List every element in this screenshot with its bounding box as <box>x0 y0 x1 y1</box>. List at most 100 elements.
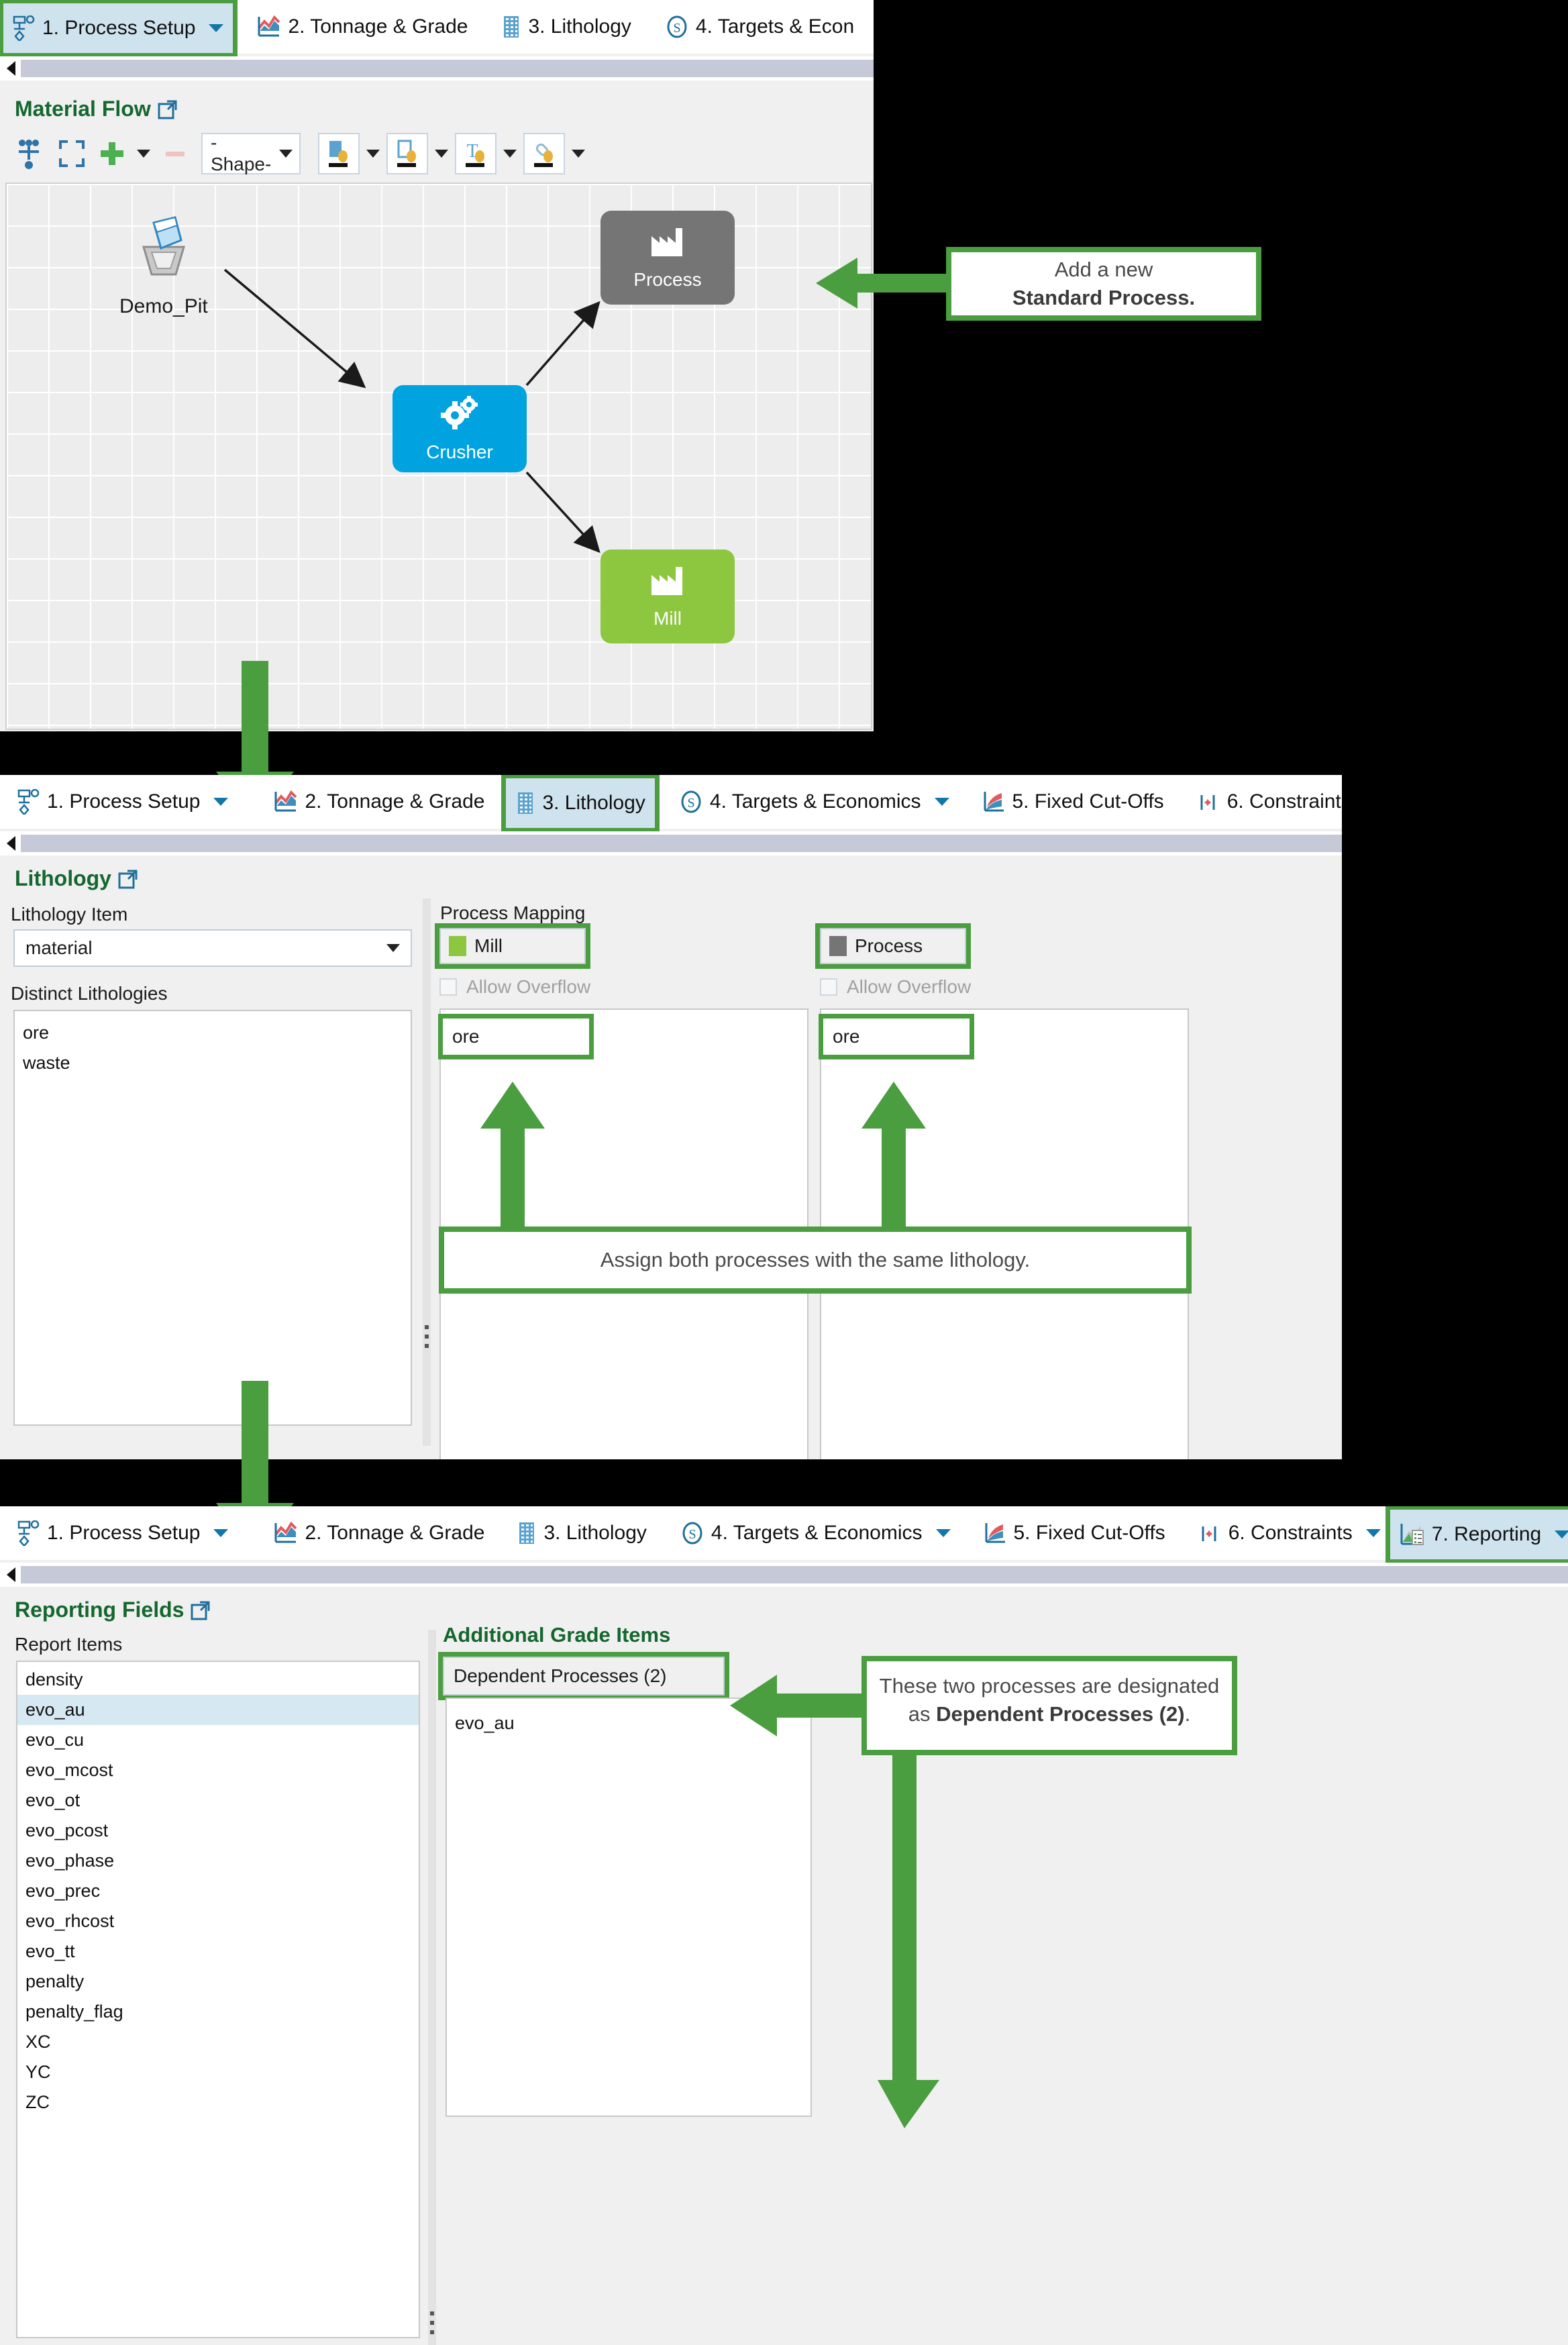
scroll-track[interactable] <box>21 60 874 77</box>
chevron-down-icon[interactable] <box>934 798 949 806</box>
tab-constraints[interactable]: 6. Constraints <box>1188 1506 1390 1560</box>
text-color-caret-icon[interactable] <box>503 150 517 158</box>
list-item[interactable]: evo_tt <box>25 1941 75 1961</box>
list-item[interactable]: evo_au <box>455 1713 515 1733</box>
list-item[interactable]: evo_phase <box>25 1851 115 1871</box>
list-item[interactable]: ore <box>23 1023 50 1043</box>
chevron-down-icon[interactable] <box>935 1529 951 1537</box>
list-item[interactable]: YC <box>25 2062 51 2082</box>
tab-targets-economics[interactable]: S 4. Targets & Econ <box>656 0 864 54</box>
list-item[interactable]: evo_mcost <box>25 1760 113 1780</box>
tab-tonnage-grade[interactable]: 2. Tonnage & Grade <box>264 775 494 829</box>
lithology-item-select[interactable]: material <box>13 929 412 967</box>
tab-lithology[interactable]: 3. Lithology <box>492 0 640 54</box>
allow-overflow-row-process[interactable]: Allow Overflow <box>820 976 971 998</box>
checkbox[interactable] <box>820 978 837 996</box>
list-item[interactable]: density <box>25 1669 83 1689</box>
node-process[interactable]: Process <box>600 211 735 305</box>
scroll-track[interactable] <box>21 1566 1568 1583</box>
report-items-list[interactable]: density evo_au evo_cu evo_mcost evo_ot e… <box>16 1661 420 2338</box>
panel-splitter[interactable] <box>428 1630 436 2345</box>
panel2-scroll-subbar[interactable] <box>0 831 1342 855</box>
panel1-scroll-subbar[interactable] <box>0 56 874 81</box>
node-demo-pit[interactable]: Demo_Pit <box>119 211 208 318</box>
process-mapping-header-mill[interactable]: Mill <box>435 923 590 969</box>
tab-tonnage-grade[interactable]: 2. Tonnage & Grade <box>248 0 477 54</box>
scroll-left-icon[interactable] <box>7 836 15 851</box>
tab-tonnage-grade[interactable]: 2. Tonnage & Grade <box>264 1506 494 1560</box>
fill-color-button[interactable] <box>318 133 360 174</box>
tab-label: 6. Constraints <box>1226 790 1342 813</box>
allow-overflow-label: Allow Overflow <box>466 976 591 997</box>
tab-reporting[interactable]: 7. Reporting <box>1385 1506 1568 1564</box>
text-color-button[interactable]: T <box>455 133 496 174</box>
tab-process-setup[interactable]: 1. Process Setup <box>0 0 238 58</box>
panel-splitter[interactable] <box>423 898 431 1446</box>
material-flow-canvas[interactable]: Demo_Pit <box>5 183 872 730</box>
list-item[interactable]: evo_rhcost <box>25 1911 115 1931</box>
list-item[interactable]: evo_ot <box>25 1790 81 1810</box>
list-item[interactable]: evo_prec <box>25 1881 101 1901</box>
tab-label: 1. Process Setup <box>42 16 196 39</box>
process-setup-icon <box>17 1520 40 1546</box>
tab-targets-economics[interactable]: S 4. Targets & Economics <box>670 775 959 829</box>
list-item-selected[interactable]: evo_au <box>17 1695 419 1725</box>
chevron-down-icon[interactable] <box>1555 1530 1568 1539</box>
add-dropdown-caret-icon[interactable] <box>137 150 150 158</box>
node-mill[interactable]: Mill <box>600 550 735 643</box>
tab-lithology[interactable]: 3. Lithology <box>501 775 660 833</box>
panel3-scroll-subbar[interactable] <box>0 1563 1568 1587</box>
external-link-icon[interactable] <box>118 869 138 889</box>
chevron-down-icon[interactable] <box>386 944 400 952</box>
list-item[interactable]: evo_cu <box>25 1730 85 1750</box>
process-setup-icon <box>13 15 35 41</box>
tab-label: 1. Process Setup <box>47 1522 201 1544</box>
list-item[interactable]: waste <box>23 1053 70 1073</box>
distinct-lithologies-list[interactable]: ore waste <box>13 1010 412 1426</box>
checkbox[interactable] <box>439 978 457 996</box>
auto-layout-icon[interactable] <box>13 137 44 170</box>
chevron-down-icon[interactable] <box>279 150 293 158</box>
chevron-down-icon[interactable] <box>213 798 229 806</box>
external-link-icon[interactable] <box>191 1600 211 1620</box>
add-plus-icon[interactable] <box>99 140 125 168</box>
list-item[interactable]: XC <box>25 2032 51 2052</box>
grade-items-list[interactable]: evo_au <box>446 1698 812 2117</box>
chevron-down-icon[interactable] <box>209 23 224 32</box>
grade-dependent-processes-header[interactable]: Dependent Processes (2) <box>438 1652 729 1700</box>
tab-label: 5. Fixed Cut-Offs <box>1012 790 1164 813</box>
list-item[interactable]: evo_pcost <box>25 1820 109 1840</box>
external-link-icon[interactable] <box>158 99 178 119</box>
process-mapping-header-process[interactable]: Process <box>815 923 971 969</box>
tab-fixed-cutoffs[interactable]: 5. Fixed Cut-Offs <box>974 1506 1175 1560</box>
scroll-left-icon[interactable] <box>7 1567 15 1582</box>
border-color-button[interactable] <box>386 133 428 174</box>
chevron-down-icon[interactable] <box>213 1529 229 1537</box>
link-color-caret-icon[interactable] <box>572 150 585 158</box>
sidebar-tab-process-setup[interactable]: 1. Process Setup <box>8 775 238 829</box>
splitter-grip-dots[interactable] <box>425 1325 429 1353</box>
section-title-text: Reporting Fields <box>15 1598 185 1622</box>
chevron-down-icon[interactable] <box>1365 1529 1381 1537</box>
process-assigned-item-ore[interactable]: ore <box>819 1014 974 1059</box>
shape-dropdown[interactable]: -Shape- <box>201 132 301 174</box>
tab-lithology[interactable]: 3. Lithology <box>507 1506 656 1560</box>
tab-constraints[interactable]: 6. Constraints <box>1187 775 1342 829</box>
scroll-left-icon[interactable] <box>7 61 15 76</box>
link-color-button[interactable] <box>523 133 565 174</box>
fit-to-window-icon[interactable] <box>56 137 87 170</box>
list-item[interactable]: ZC <box>25 2092 50 2112</box>
reporting-fields-title: Reporting Fields <box>15 1598 211 1622</box>
tab-fixed-cutoffs[interactable]: 5. Fixed Cut-Offs <box>972 775 1173 829</box>
node-crusher[interactable]: Crusher <box>393 385 527 472</box>
tab-process-setup[interactable]: 1. Process Setup <box>8 1506 238 1560</box>
list-item[interactable]: penalty <box>25 1971 85 1991</box>
border-color-caret-icon[interactable] <box>435 150 448 158</box>
scroll-track[interactable] <box>21 835 1342 852</box>
list-item[interactable]: penalty_flag <box>25 2001 123 2022</box>
splitter-grip-dots[interactable] <box>430 2311 434 2340</box>
fill-color-caret-icon[interactable] <box>366 150 380 158</box>
tab-targets-economics[interactable]: S 4. Targets & Economics <box>671 1506 960 1560</box>
mill-assigned-item-ore[interactable]: ore <box>438 1014 594 1059</box>
allow-overflow-row-mill[interactable]: Allow Overflow <box>439 976 590 998</box>
